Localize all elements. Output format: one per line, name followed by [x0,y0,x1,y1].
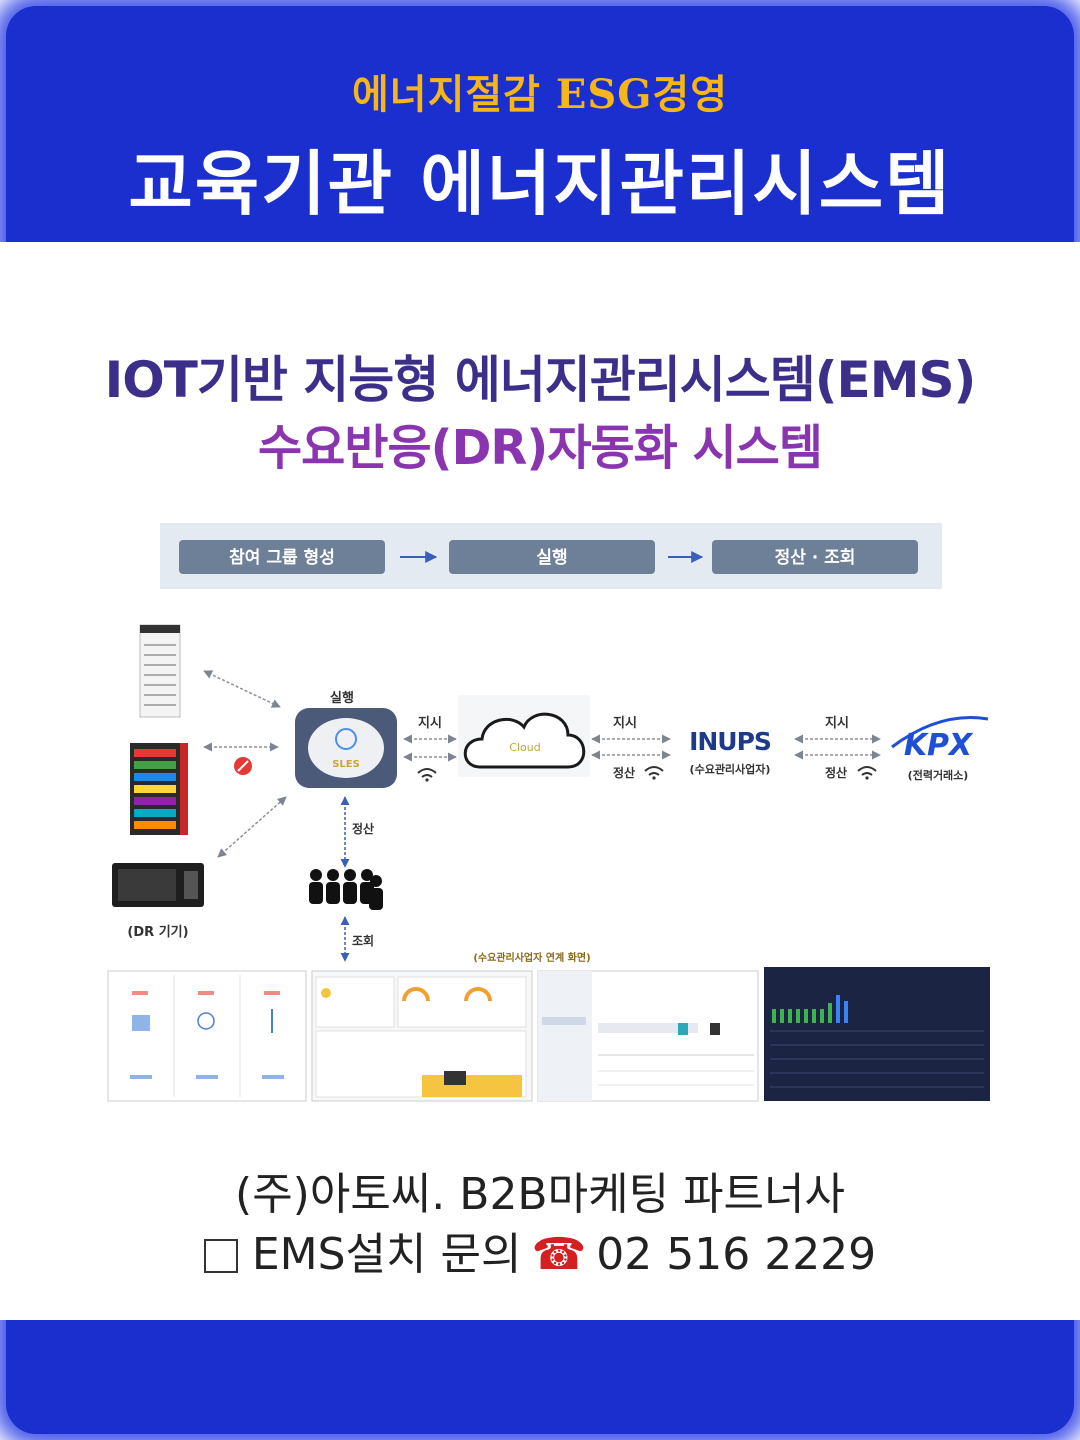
users-group-icon [309,869,383,910]
phone-number[interactable]: 02 516 2229 [596,1229,877,1280]
step-2-label: 실행 [536,548,567,568]
step-3: 정산 · 조회 [712,540,918,574]
screen-dashboard [311,970,533,1102]
dr-system-diagram: 참여 그룹 형성 실행 정산 · 조회 (DR 기기) [107,523,990,1102]
microwave-icon [112,863,204,907]
banner-title: 교육기관 에너지관리시스템 [128,142,952,225]
hub-label: 실행 [330,690,354,706]
inups-logo: INUPS [689,727,771,756]
headline-line2: 수요반응(DR)자동화 시스템 [258,420,823,476]
headline-line1: IOT기반 지능형 에너지관리시스템(EMS) [104,351,977,409]
checkbox-icon [203,1239,238,1273]
inups-caption: (수요관리사업자) [690,762,771,776]
settle-label-2: 정산 [825,765,847,780]
settle-label-1: 정산 [613,765,635,780]
screen-mobile [107,970,307,1102]
no-sign-icon [234,757,252,775]
company-line: (주)아토씨. B2B마케팅 파트너사 [235,1169,845,1220]
devices-caption: (DR 기기) [127,925,188,940]
wifi-icon-2 [644,766,664,780]
cloud-icon: Cloud [458,695,590,777]
top-banner-background [6,6,1074,242]
query-label: 조회 [352,933,374,948]
device-arrow-1 [203,670,281,708]
phone-icon: ☎ [531,1229,587,1280]
bottom-banner [0,1320,1080,1440]
screen-dark-chart [764,967,990,1101]
contact-label: EMS설치 문의 [251,1229,522,1280]
contact-line: EMS설치 문의☎02 516 2229 [0,1218,1080,1282]
kpx-logo: KPX [891,716,989,763]
step-3-label: 정산 · 조회 [775,548,856,568]
step-2: 실행 [449,540,655,574]
bottom-banner-background [6,1320,1074,1434]
instruct-label-2: 지시 [613,716,637,731]
banner-subtitle: 에너지절감 ESG경영 [351,71,729,118]
step-1-label: 참여 그룹 형성 [229,547,335,568]
settle-label-3: 정산 [352,821,374,836]
air-conditioner-icon [139,624,181,718]
screens-caption: (수요관리사업자 연계 화면) [473,951,590,964]
hub-text: SLES [332,759,360,770]
step-1: 참여 그룹 형성 [179,540,385,574]
instruct-label-3: 지시 [825,716,849,731]
cloud-text: Cloud [509,741,540,754]
display-fridge-icon [130,743,188,835]
device-arrow-3 [217,796,287,858]
instruct-label-1: 지시 [418,716,442,731]
top-banner: 에너지절감 ESG경영 교육기관 에너지관리시스템 [0,0,1080,242]
wifi-icon-1 [417,768,437,782]
sles-hub-icon: SLES [295,708,397,788]
screen-table [537,970,759,1102]
kpx-caption: (전력거래소) [908,768,969,782]
wifi-icon-3 [857,766,877,780]
kpx-logo-text: KPX [904,728,974,763]
